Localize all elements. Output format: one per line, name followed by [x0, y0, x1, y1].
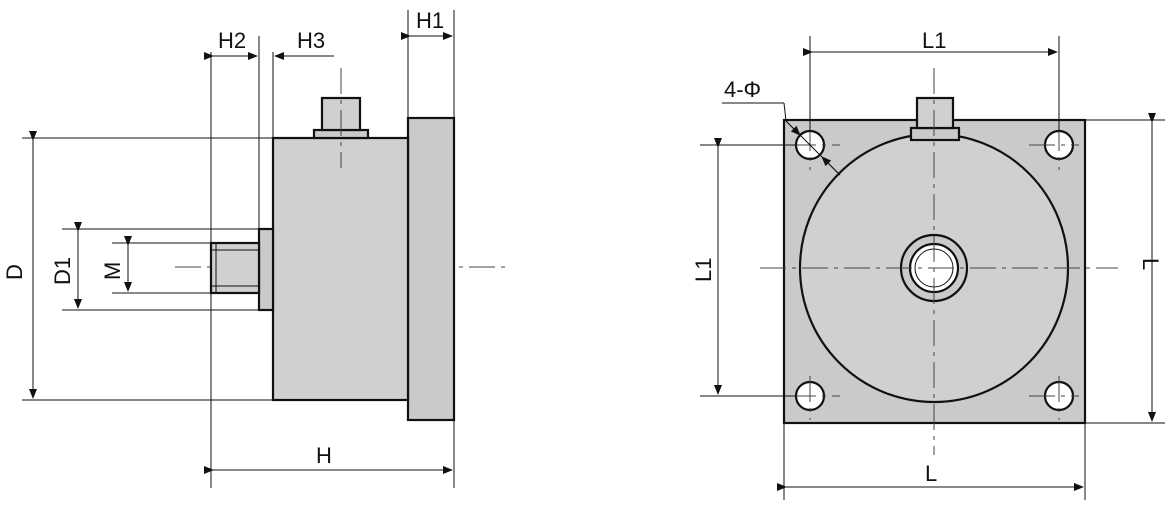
label-h1: H1 — [416, 8, 444, 33]
label-l1-left: L1 — [691, 258, 716, 282]
label-h2: H2 — [218, 28, 246, 53]
label-d: D — [2, 264, 27, 280]
label-l1-top: L1 — [922, 28, 946, 53]
hole-leader-arrow-in — [821, 156, 841, 176]
side-shoulder — [257, 227, 275, 312]
hole-leader-tail — [783, 102, 787, 122]
front-view: L1 L1 L L 4-Φ — [691, 28, 1165, 500]
side-view: H H1 H2 H3 D D1 M — [2, 8, 505, 488]
front-connector — [915, 96, 955, 130]
label-l-right: L — [1138, 258, 1163, 270]
label-m: M — [100, 262, 125, 280]
label-holes: 4-Φ — [724, 77, 761, 102]
side-main-body — [271, 136, 410, 402]
label-d1: D1 — [50, 257, 75, 285]
label-h3: H3 — [297, 28, 325, 53]
front-connector-base — [909, 126, 961, 142]
hole-leader-arrow-out — [785, 120, 801, 136]
side-flange — [406, 116, 456, 422]
side-threaded-stud — [209, 241, 261, 295]
label-h: H — [316, 443, 332, 468]
label-l-bottom: L — [925, 461, 937, 486]
